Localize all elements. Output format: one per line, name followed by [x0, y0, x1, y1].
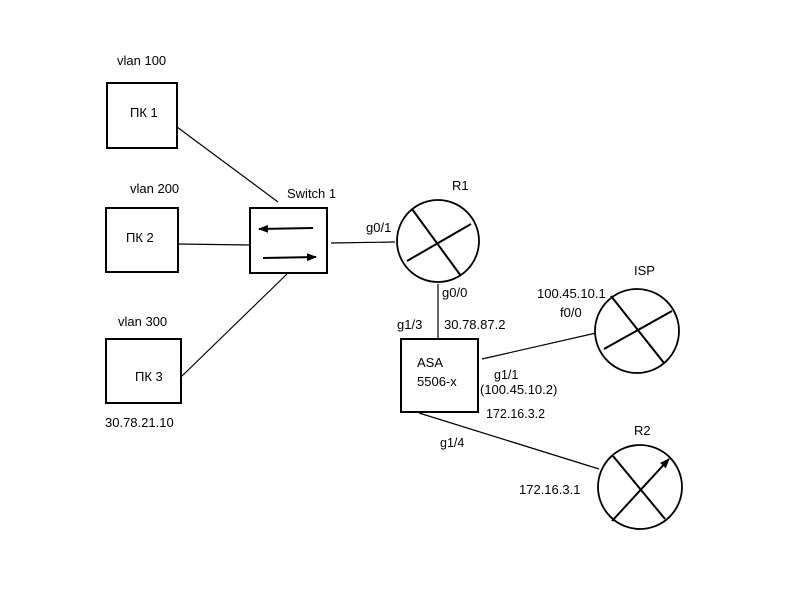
r2-router-icon[interactable] [597, 444, 683, 530]
switch-arrow-right-icon [262, 253, 317, 262]
pc3-ip-label: 30.78.21.10 [105, 415, 174, 430]
isp-label: ISP [634, 263, 655, 278]
r1-cross-b [406, 223, 472, 262]
pc1-box[interactable] [106, 82, 178, 149]
link-pc1-switch [176, 126, 279, 203]
r1-cross-a [411, 208, 462, 277]
r2-ip-label: 172.16.3.1 [519, 482, 580, 497]
r2-cross-arrow-icon [611, 458, 670, 522]
r1-port-g01-label: g0/1 [366, 220, 391, 235]
switch-arrow-left-icon [258, 224, 314, 233]
r2-label: R2 [634, 423, 651, 438]
r1-port-g00-label: g0/0 [442, 285, 467, 300]
link-switch-r1 [330, 241, 396, 244]
r1-label: R1 [452, 178, 469, 193]
asa-firewall-box[interactable] [400, 338, 479, 413]
link-asa-r2 [418, 412, 600, 470]
link-asa-isp [481, 332, 597, 360]
pc1-label: ПК 1 [130, 105, 158, 120]
link-pc3-switch [180, 273, 288, 378]
pc3-label: ПК 3 [135, 369, 163, 384]
isp-port-f00-label: f0/0 [560, 305, 582, 320]
asa-port-g11-label: g1/1 [494, 368, 518, 382]
asa-name-line1: ASA [417, 355, 443, 370]
link-pc2-switch [177, 243, 251, 246]
r2-cross-a [612, 455, 666, 520]
asa-port-g14-label: g1/4 [440, 436, 464, 450]
asa-name-line2: 5506-x [417, 374, 457, 389]
switch-label: Switch 1 [287, 186, 336, 201]
asa-r2-side-ip-label: 172.16.3.2 [486, 407, 545, 421]
pc3-vlan-label: vlan 300 [118, 314, 167, 329]
isp-ip-label: 100.45.10.1 [537, 286, 606, 301]
asa-port-g13-label: g1/3 [397, 317, 422, 332]
pc1-vlan-label: vlan 100 [117, 53, 166, 68]
r1-router-icon[interactable] [396, 199, 480, 283]
pc3-box[interactable] [105, 338, 182, 404]
asa-top-ip-label: 30.78.87.2 [444, 317, 505, 332]
pc2-vlan-label: vlan 200 [130, 181, 179, 196]
pc2-box[interactable] [105, 207, 179, 273]
isp-cross-b [603, 310, 673, 350]
pc2-label: ПК 2 [126, 230, 154, 245]
asa-isp-ip-label: (100.45.10.2) [480, 382, 557, 397]
switch-box[interactable] [249, 207, 328, 274]
